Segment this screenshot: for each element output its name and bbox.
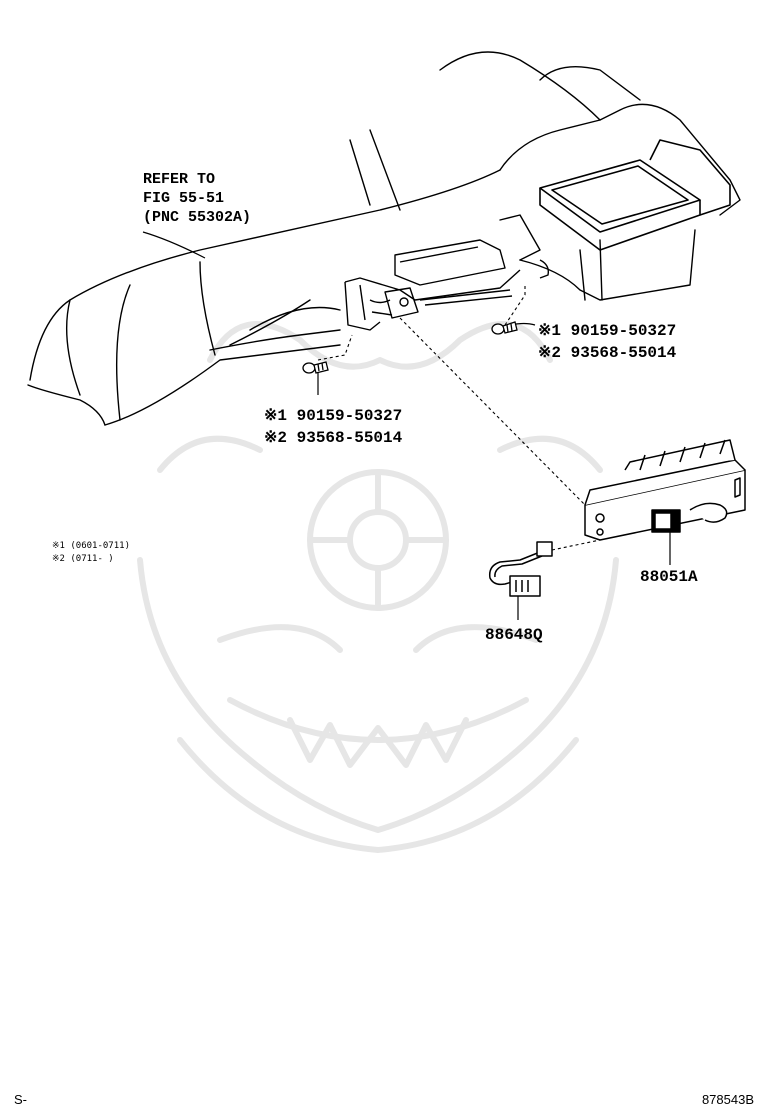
callout-lower-screw: ※1 90159-50327 ※2 93568-55014	[264, 405, 402, 449]
refer-note-line1: REFER TO	[143, 171, 216, 188]
control-unit	[584, 439, 746, 541]
dashed-assembly-lines	[317, 285, 601, 551]
body-shell	[27, 51, 741, 426]
legend: ※1 (0601-0711) ※2 (0711- )	[52, 540, 130, 566]
refer-note-line2: FIG 55-51	[143, 190, 225, 207]
legend-item2: ※2 (0711- )	[52, 554, 114, 564]
callout-upper-screw-line2: ※2 93568-55014	[538, 344, 677, 362]
watermark-emblem	[137, 321, 619, 853]
screw-lower	[302, 361, 329, 374]
leader-lines	[142, 231, 671, 620]
refer-note-line3: (PNC 55302A)	[143, 209, 252, 226]
part-label-connector: 88648Q	[485, 626, 543, 644]
part-label-unit: 88051A	[640, 568, 698, 586]
screw-upper	[491, 321, 518, 335]
refer-note: REFER TO FIG 55-51 (PNC 55302A)	[143, 170, 251, 227]
callout-upper-screw-line1: ※1 90159-50327	[538, 322, 677, 340]
mounting-bracket	[344, 239, 550, 331]
legend-item1: ※1 (0601-0711)	[52, 541, 130, 551]
callout-lower-screw-line1: ※1 90159-50327	[264, 407, 403, 425]
callout-upper-screw: ※1 90159-50327 ※2 93568-55014	[538, 320, 676, 364]
callout-lower-screw-line2: ※2 93568-55014	[264, 429, 403, 447]
footer-left: S-	[14, 1092, 27, 1107]
duct-opening	[539, 139, 731, 251]
connector-wire	[488, 541, 553, 597]
footer-right: 878543B	[701, 1092, 754, 1107]
